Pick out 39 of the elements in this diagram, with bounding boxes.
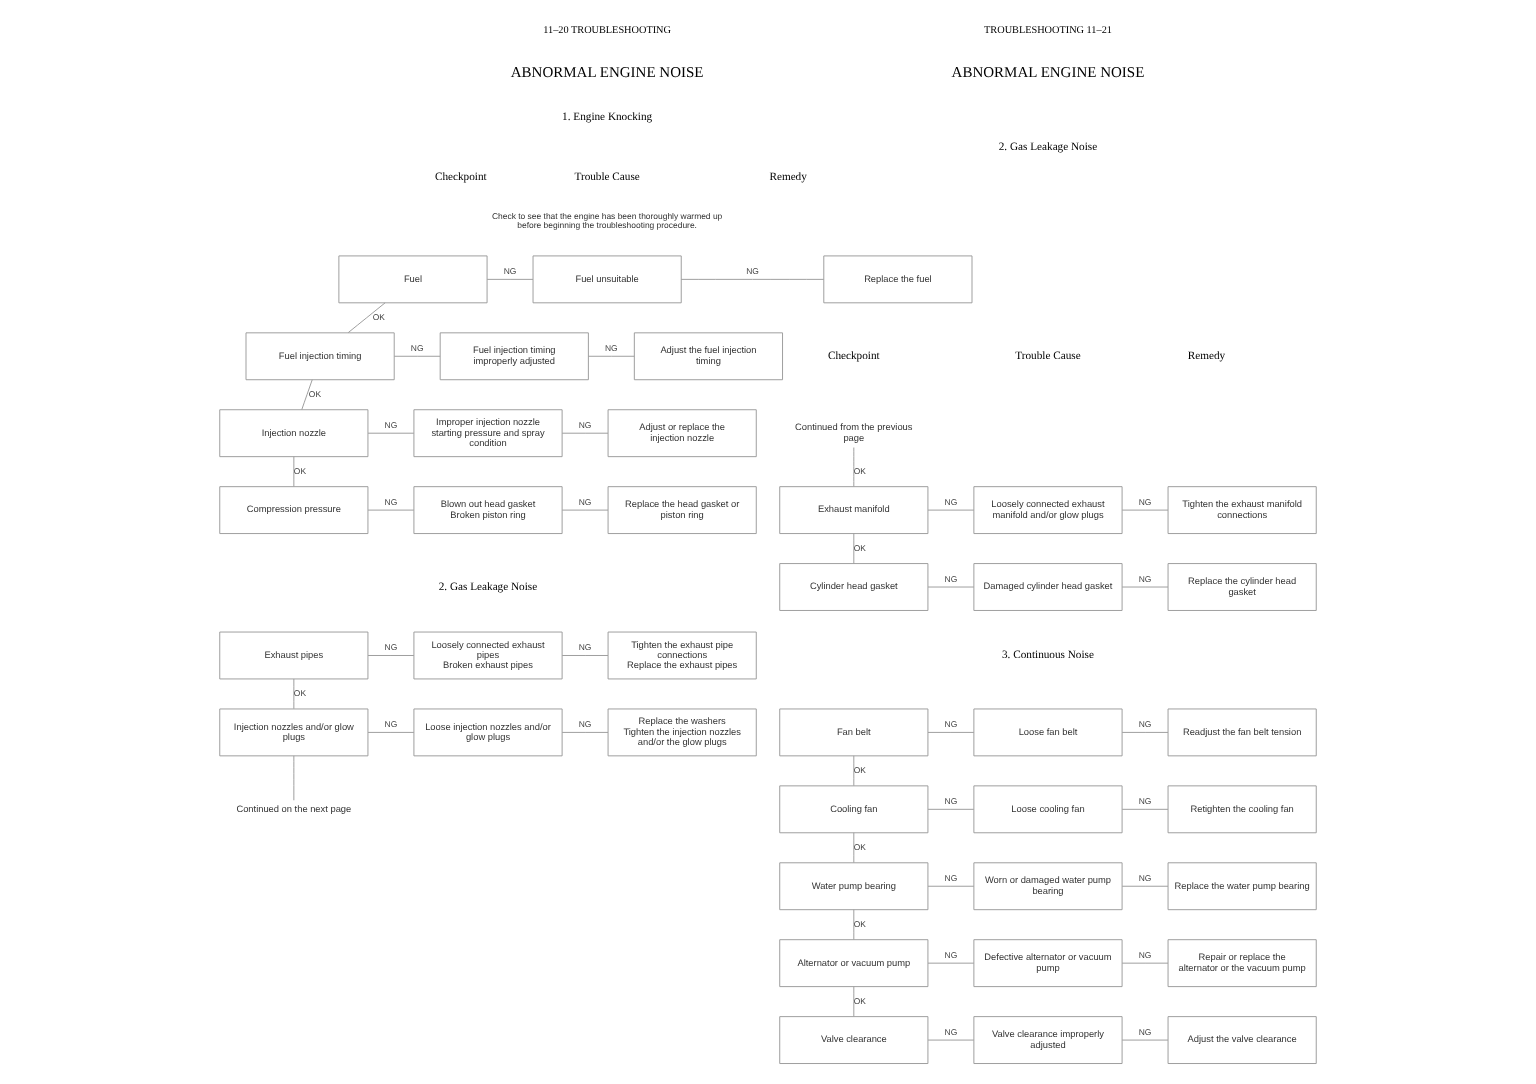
connector: [853, 832, 855, 863]
connector: [853, 909, 855, 940]
connector: [853, 447, 855, 487]
connector: [927, 1039, 975, 1041]
connector: [393, 355, 441, 357]
connector: [293, 755, 295, 801]
connector: [293, 456, 295, 487]
connector: [588, 355, 635, 357]
connector: [1121, 731, 1169, 733]
connector: [927, 509, 975, 511]
connector: [1121, 885, 1169, 887]
connector: [853, 533, 855, 564]
connector: [561, 731, 609, 733]
connector: [561, 432, 609, 434]
connector: [367, 509, 415, 511]
connector: [1121, 808, 1169, 810]
connector: [853, 986, 855, 1017]
connector: [1121, 1039, 1169, 1041]
label: ABNORMAL ENGINE NOISE: [951, 62, 1145, 81]
connector: [927, 808, 975, 810]
connector: [927, 885, 975, 887]
connector: [486, 278, 534, 280]
connector: [927, 962, 975, 964]
connector: [853, 755, 855, 787]
connector: [367, 655, 415, 656]
connector: [347, 302, 386, 334]
connector: [367, 731, 415, 733]
connector: [293, 678, 295, 710]
connector: [1121, 962, 1169, 964]
connector: [927, 731, 975, 733]
connector: [367, 432, 415, 434]
connector: [927, 586, 975, 588]
connector: [561, 655, 609, 656]
connector: [1121, 586, 1169, 588]
connector: [1121, 509, 1169, 511]
label: ABNORMAL ENGINE NOISE: [510, 62, 704, 81]
connector: [680, 278, 825, 280]
connector: [301, 379, 313, 410]
connector: [561, 509, 609, 511]
